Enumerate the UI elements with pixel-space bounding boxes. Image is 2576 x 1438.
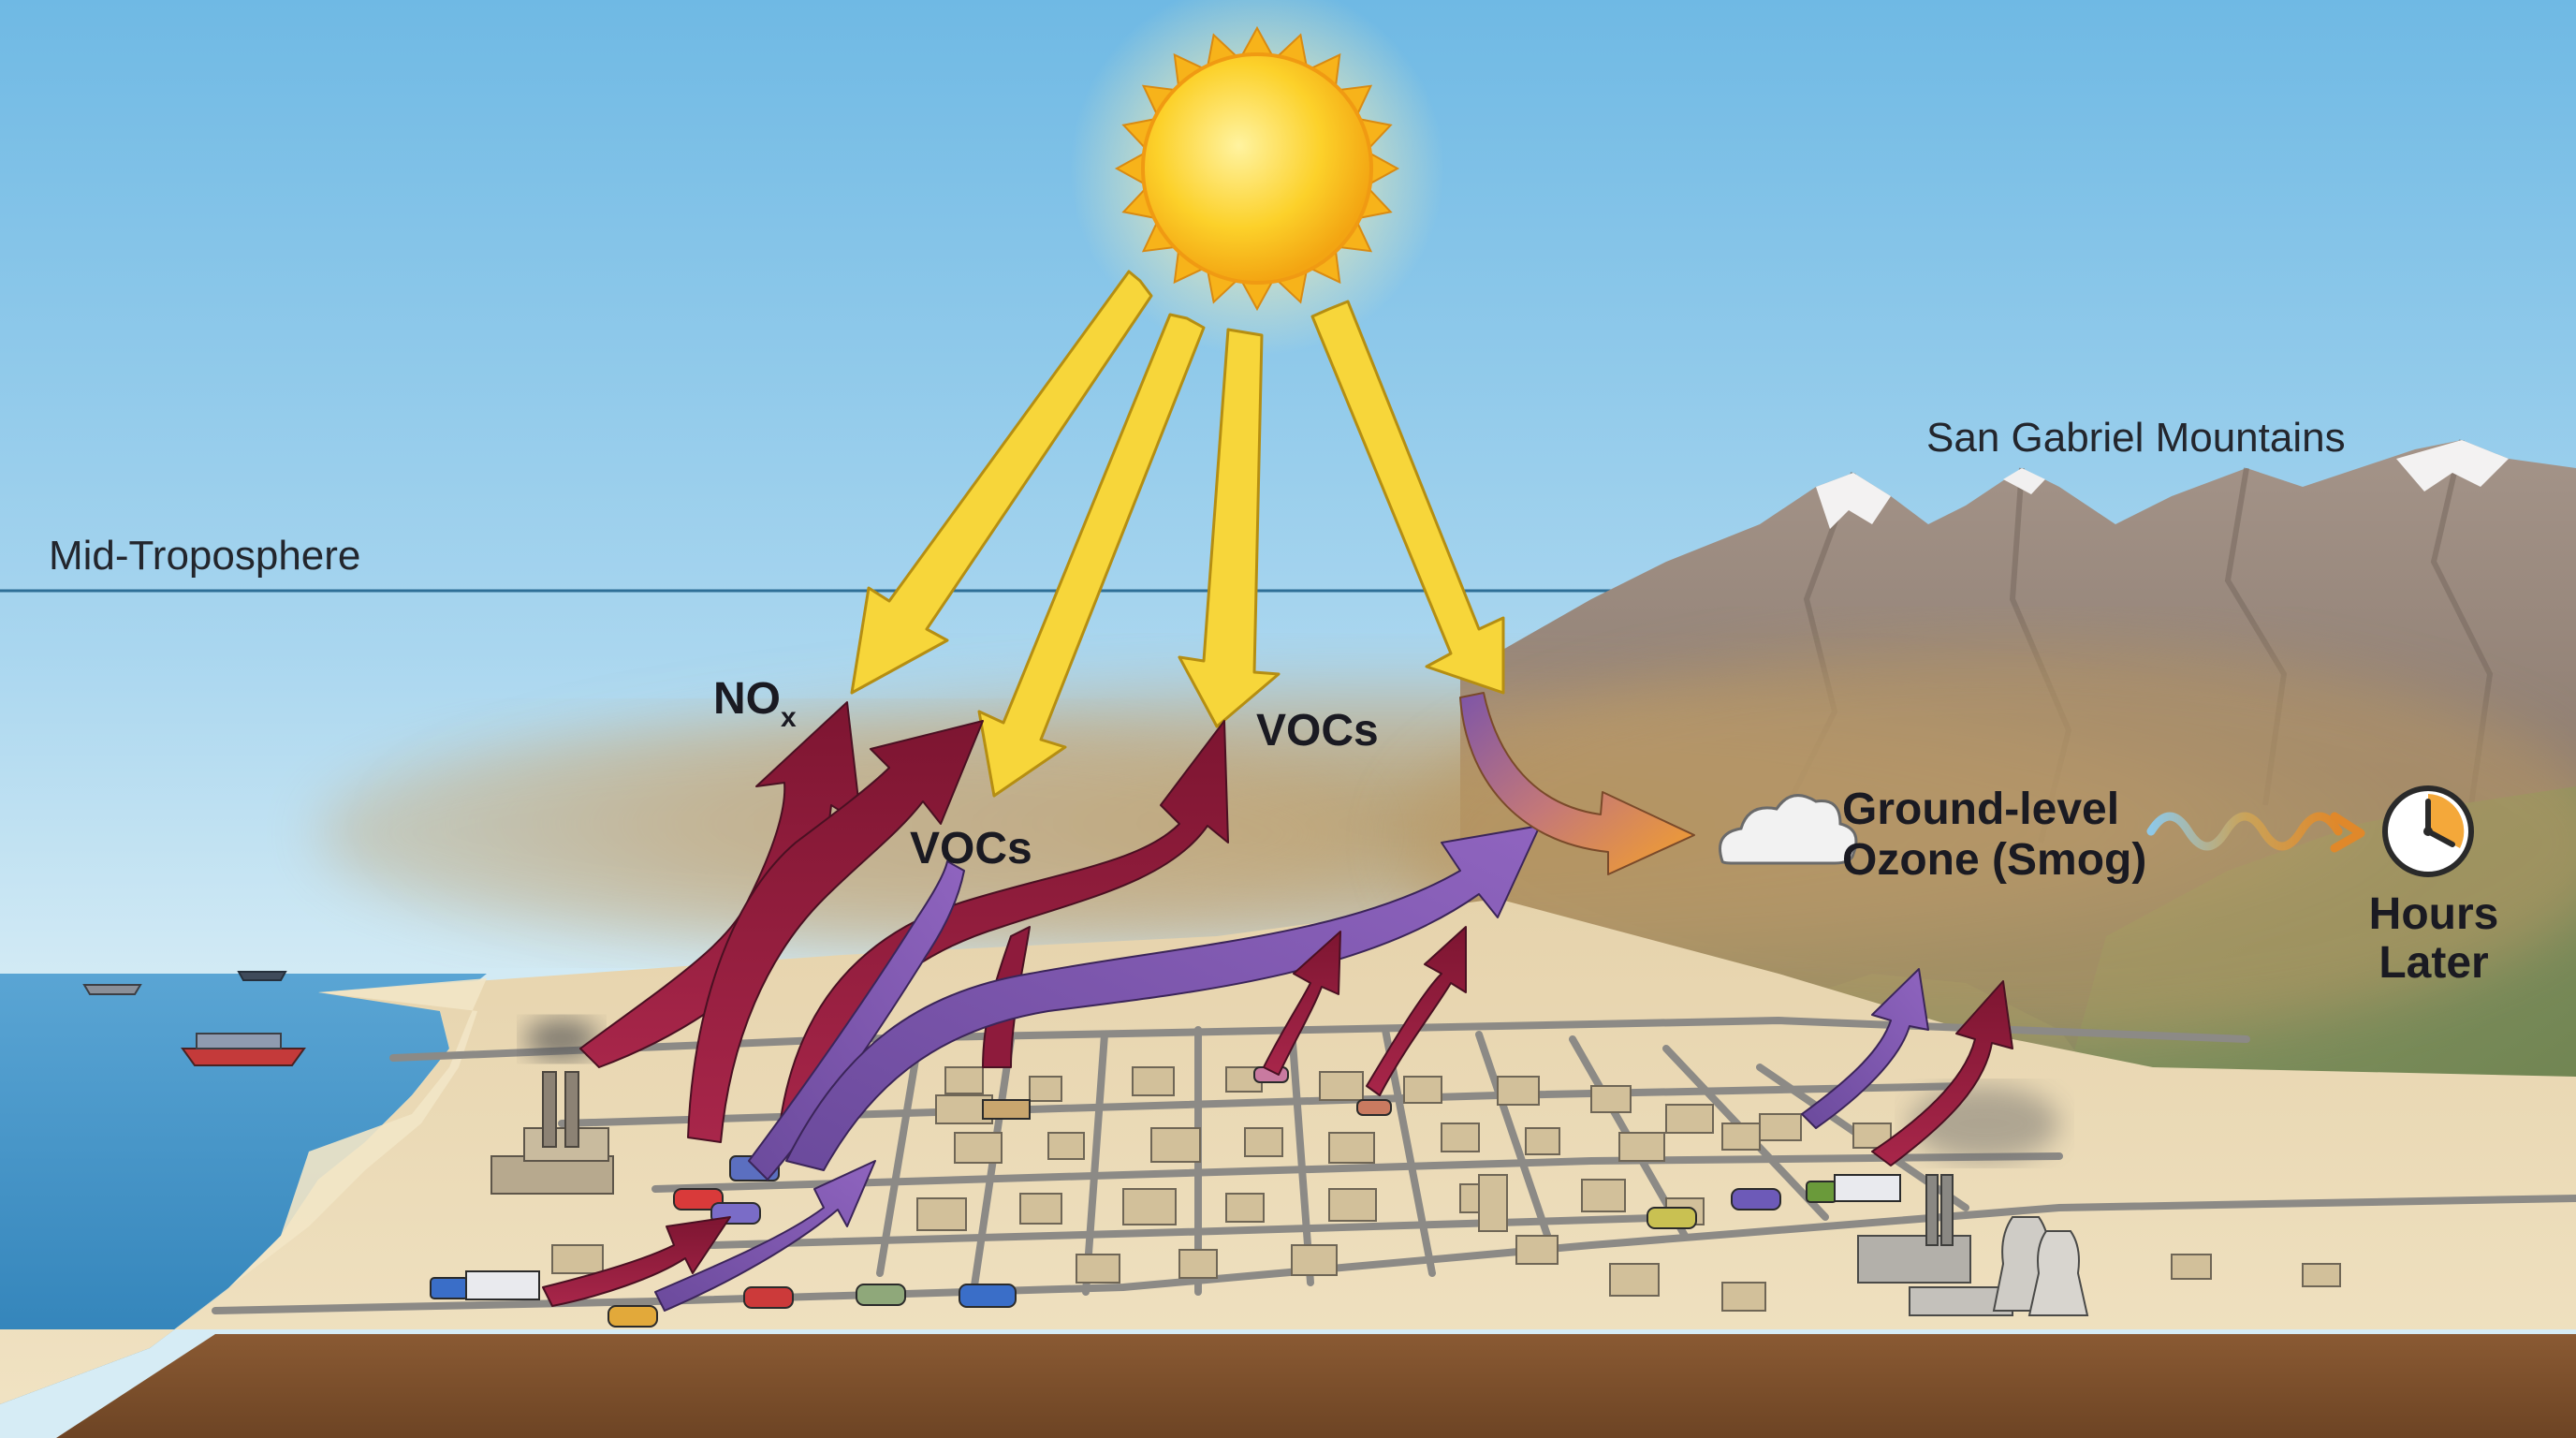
ozone-formation-arrow (1459, 692, 1695, 875)
emission-arrows (542, 701, 2013, 1312)
nox-arrow-city-2 (1366, 926, 1467, 1096)
sunlight-arrow-2 (977, 313, 1206, 798)
sunlight-arrow-1 (850, 270, 1153, 695)
vocs-label-left: VOCs (910, 824, 1032, 873)
nox-label-subscript: x (781, 702, 797, 733)
clock-icon (2382, 785, 2474, 877)
voc-arrow-main (785, 825, 1541, 1171)
wave-arrow-icon (2146, 812, 2365, 853)
voc-arrow-bottom (654, 1160, 876, 1312)
ozone-label-line1: Ground-level (1842, 785, 2119, 834)
city-buildings (551, 1066, 2341, 1312)
nox-label-main: NO (713, 674, 781, 724)
ships (82, 971, 306, 1066)
sunlight-arrow-3 (1178, 328, 1281, 728)
vocs-label-right: VOCs (1256, 706, 1379, 756)
cloud-icon (1719, 794, 1858, 865)
sunlight-arrows (850, 270, 1505, 798)
soil-strip (56, 1334, 2576, 1438)
sun-icon (1070, 0, 1444, 356)
mid-troposphere-label: Mid-Troposphere (49, 533, 360, 579)
nox-arrow-bottom (542, 1216, 731, 1307)
nox-arrow-traffic (687, 720, 984, 1143)
nox-label: NOx (713, 674, 797, 733)
nox-arrow-right (1871, 980, 2013, 1167)
ozone-label-line2: Ozone (Smog) (1842, 835, 2146, 885)
time-label-line2: Later (2378, 938, 2488, 988)
time-label-line1: Hours (2369, 889, 2499, 939)
sunlight-arrow-4 (1310, 300, 1505, 695)
mountains-label: San Gabriel Mountains (1926, 415, 2346, 461)
voc-arrow-right (1801, 968, 1929, 1129)
ocean (0, 974, 487, 1404)
nox-arrow-city-1 (1263, 931, 1341, 1076)
